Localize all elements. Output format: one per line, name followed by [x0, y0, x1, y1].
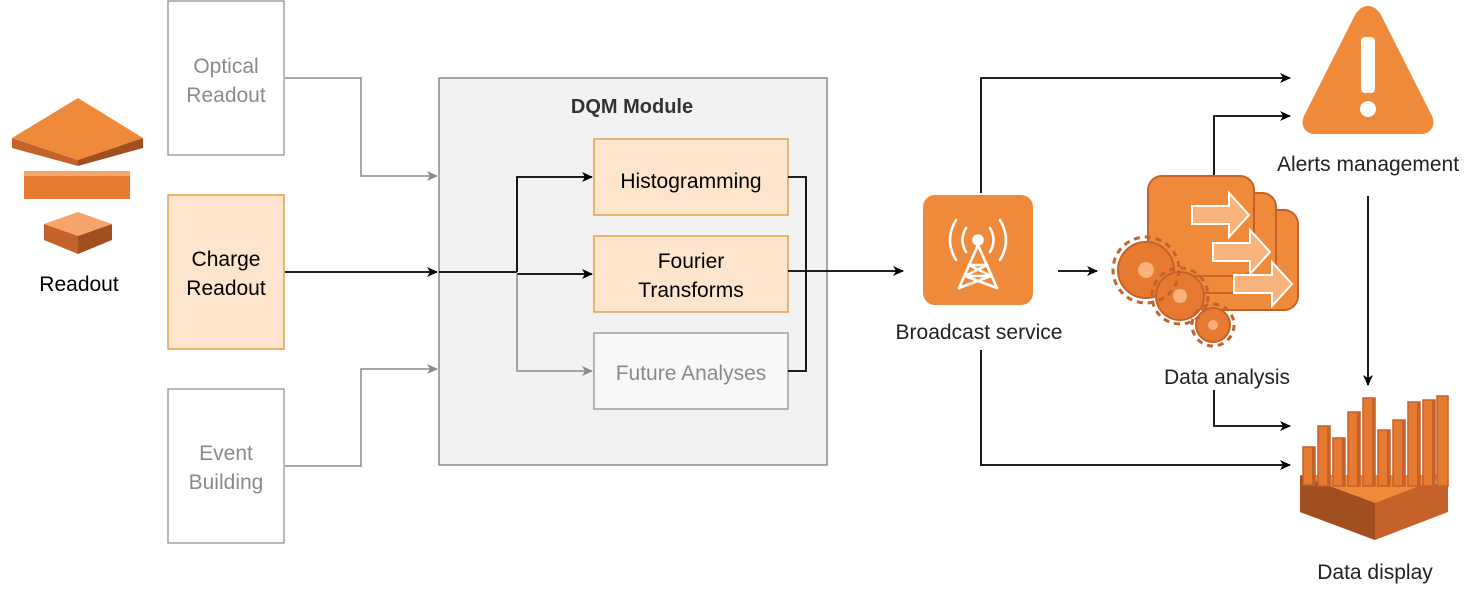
- dqm-module-title: DQM Module: [571, 96, 693, 118]
- event-to-dqm-connector: [285, 364, 438, 467]
- data-analysis-label: Data analysis: [1164, 366, 1290, 389]
- histogramming-out-connector: [788, 176, 807, 271]
- histogramming-label: Histogramming: [620, 170, 761, 193]
- future-analyses-label: Future Analyses: [616, 362, 767, 385]
- alerts-management-label: Alerts management: [1277, 153, 1459, 176]
- event-building-line2: Building: [189, 471, 264, 494]
- readout-label: Readout: [39, 273, 119, 296]
- charge-readout-line2: Readout: [186, 277, 266, 300]
- future-analyses-box: Future Analyses: [593, 332, 789, 410]
- event-building-box: Event Building: [167, 388, 285, 544]
- bar-chart-analytics-icon: [1300, 395, 1449, 540]
- optical-readout-line2: Readout: [186, 84, 266, 107]
- radio-tower-icon: [923, 195, 1033, 305]
- analysis-to-display-connector: [1213, 390, 1291, 431]
- future-out-connector: [788, 271, 807, 372]
- charge-readout-line1: Charge: [192, 248, 261, 271]
- broadcast-to-alerts-connector: [980, 73, 1291, 193]
- event-building-line1: Event: [199, 442, 253, 465]
- warning-triangle-icon: [1302, 6, 1434, 134]
- to-future-connector: [516, 274, 593, 376]
- readout-icon: [12, 98, 143, 254]
- fourier-transforms-box: Fourier Transforms: [593, 235, 789, 313]
- fourier-label-line2: Transforms: [638, 279, 743, 302]
- charge-readout-box: Charge Readout: [167, 194, 285, 350]
- fourier-label-line1: Fourier: [658, 250, 725, 273]
- broadcast-service-label: Broadcast service: [896, 321, 1063, 344]
- optical-readout-line1: Optical: [193, 55, 258, 78]
- to-histogramming-connector: [516, 172, 593, 272]
- optical-to-dqm-connector: [285, 77, 438, 181]
- histogramming-box: Histogramming: [593, 138, 789, 216]
- broadcast-to-display-connector: [980, 350, 1291, 470]
- analysis-to-alerts-connector: [1213, 111, 1291, 178]
- data-display-label: Data display: [1317, 561, 1433, 584]
- optical-readout-box: Optical Readout: [167, 0, 285, 156]
- data-pipeline-gears-icon: [1111, 175, 1299, 348]
